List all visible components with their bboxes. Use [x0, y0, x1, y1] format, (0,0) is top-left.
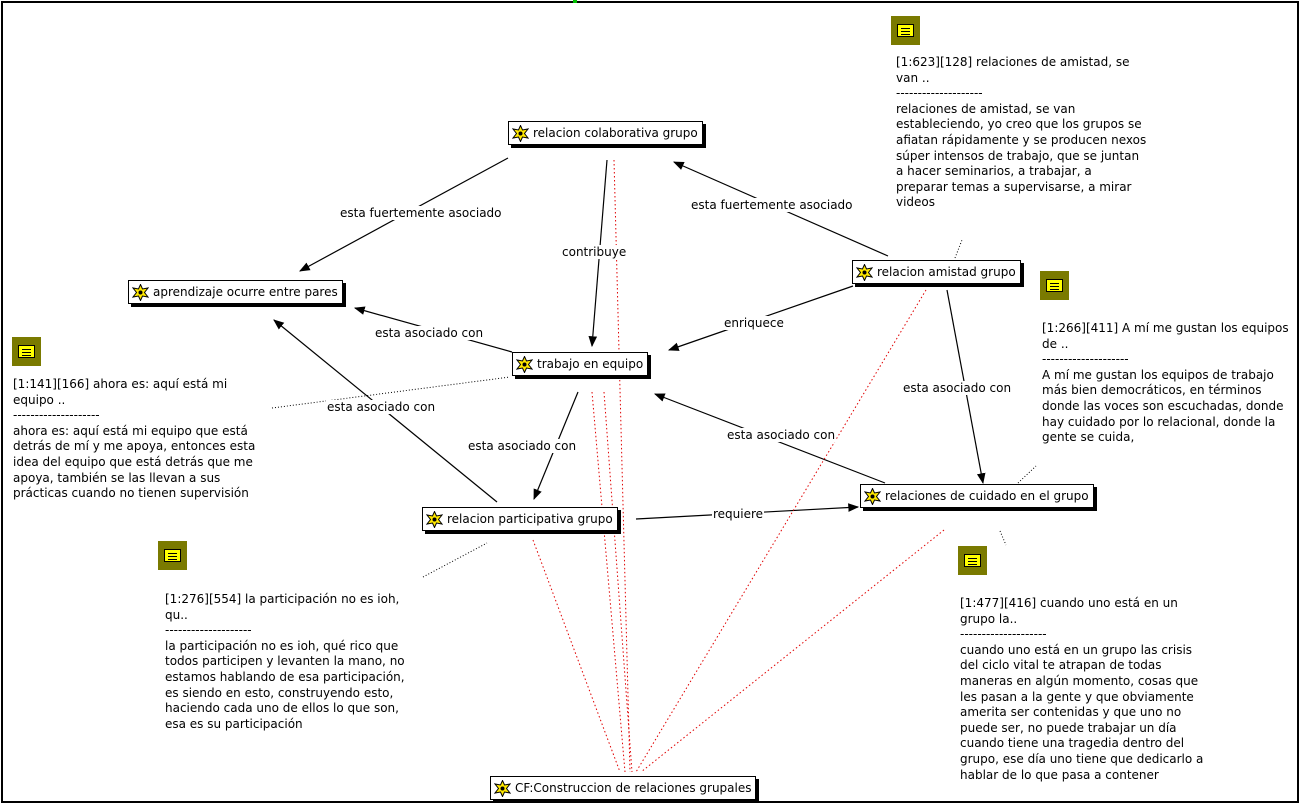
cf-link-trab2	[603, 391, 633, 773]
memo-477-icon[interactable]	[958, 546, 987, 575]
top-marker	[573, 0, 577, 3]
memo-link-477	[999, 530, 1007, 546]
memo-link-623	[954, 239, 963, 259]
cf-link-ami	[635, 289, 927, 773]
node-label: relacion participativa grupo	[447, 512, 613, 526]
node-aprendizaje-ocurre-entre-pares[interactable]: aprendizaje ocurre entre pares	[128, 280, 343, 304]
memo-141-icon[interactable]	[12, 337, 41, 366]
memo-link-141	[271, 376, 511, 409]
code-icon	[516, 355, 533, 373]
node-label: relacion colaborativa grupo	[533, 126, 698, 140]
edge-label-col-trab: contribuye	[561, 245, 628, 259]
edge-label-ami-trab: enriquece	[723, 316, 785, 330]
memo-276-icon[interactable]	[158, 541, 187, 570]
node-relaciones-de-cuidado-en-el-grupo[interactable]: relaciones de cuidado en el grupo	[860, 484, 1094, 508]
memo-623-icon[interactable]	[891, 16, 920, 45]
code-icon	[132, 283, 149, 301]
node-label: relacion amistad grupo	[877, 265, 1016, 279]
memo-link-266	[1017, 465, 1037, 484]
edge-label-part-cuid: requiere	[712, 507, 765, 521]
edge-label-ami-cuid: esta asociado con	[902, 381, 1013, 395]
memo-link-276	[422, 542, 488, 578]
code-family-icon	[494, 779, 511, 797]
code-icon	[512, 124, 529, 142]
code-icon	[856, 263, 873, 281]
node-label: aprendizaje ocurre entre pares	[153, 285, 338, 299]
memo-477-text: [1:477][416] cuando uno está en un grupo…	[960, 596, 1204, 782]
memo-623-text: [1:623][128] relaciones de amistad, se v…	[896, 55, 1147, 210]
memo-276-text: [1:276][554] la participación no es ioh,…	[165, 592, 405, 731]
node-relacion-colaborativa-grupo[interactable]: relacion colaborativa grupo	[508, 121, 703, 145]
code-icon	[426, 510, 443, 528]
memo-266-icon[interactable]	[1040, 271, 1069, 300]
node-trabajo-en-equipo[interactable]: trabajo en equipo	[512, 352, 649, 376]
node-label: relaciones de cuidado en el grupo	[885, 489, 1089, 503]
node-label: CF:Construccion de relaciones grupales	[515, 781, 752, 795]
edge-label-cuid-trab: esta asociado con	[726, 428, 837, 442]
edge-label-col-apr: esta fuertemente asociado	[339, 206, 503, 220]
edge-label-trab-part: esta asociado con	[467, 439, 578, 453]
node-relacion-participativa-grupo[interactable]: relacion participativa grupo	[422, 507, 618, 531]
node-relacion-amistad-grupo[interactable]: relacion amistad grupo	[852, 260, 1021, 284]
cf-link-part	[532, 539, 621, 773]
memo-266-text: [1:266][411] A mí me gustan los equipos …	[1042, 321, 1289, 445]
node-label: trabajo en equipo	[537, 357, 644, 371]
edge-label-trab-apr: esta asociado con	[374, 326, 485, 340]
memo-141-text: [1:141][166] ahora es: aquí está mi equi…	[13, 377, 256, 501]
code-icon	[864, 487, 881, 505]
node-cf-construccion-de-relaciones-grupales[interactable]: CF:Construccion de relaciones grupales	[490, 776, 757, 800]
edge-label-part-apr: esta asociado con	[326, 400, 437, 414]
cf-link-cuid	[640, 529, 945, 773]
edge-label-ami-col: esta fuertemente asociado	[690, 198, 854, 212]
